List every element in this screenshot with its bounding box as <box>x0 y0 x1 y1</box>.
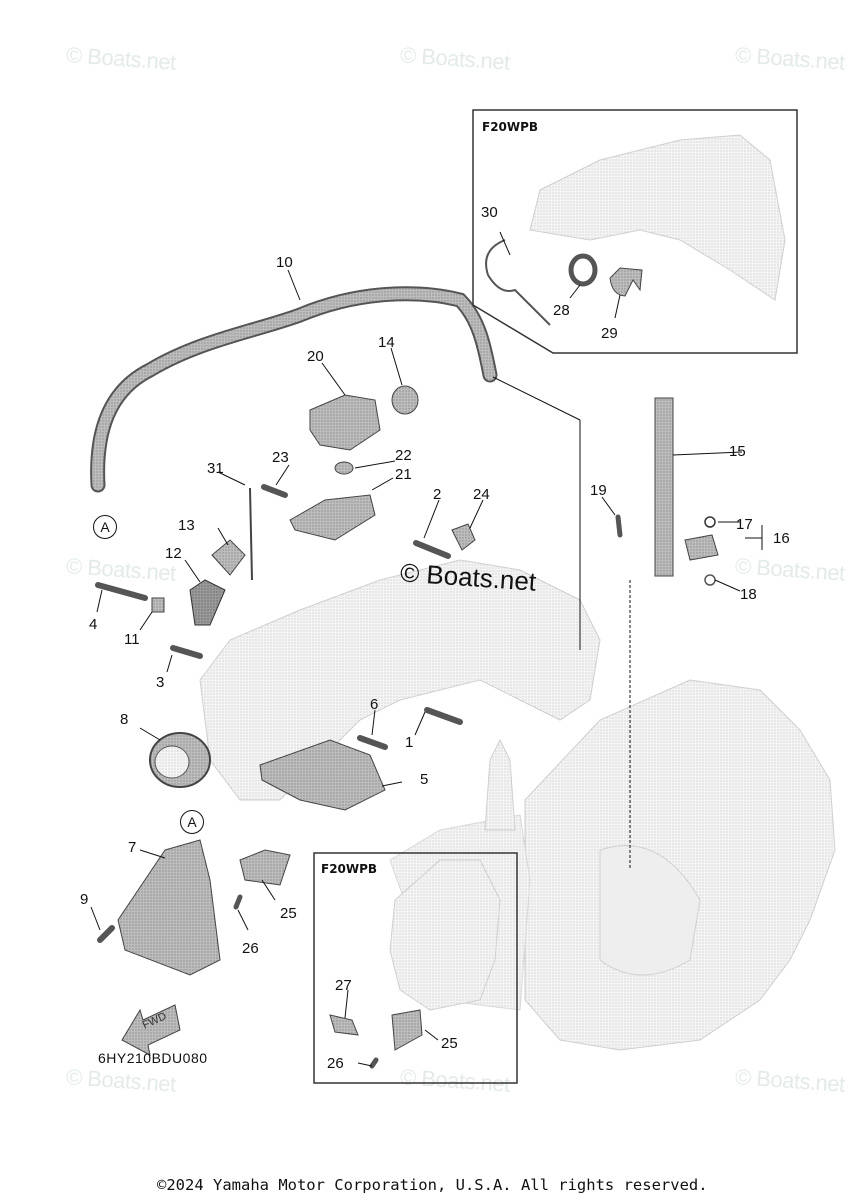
forward-arrow-icon <box>121 1004 181 1056</box>
bolt-part-6[interactable] <box>357 735 388 750</box>
leader-lines <box>90 231 763 1067</box>
screw-part-26-inset[interactable] <box>369 1057 379 1069</box>
callout-23[interactable]: 23 <box>272 449 289 466</box>
callout-12[interactable]: 12 <box>165 545 182 562</box>
clamp-part-29[interactable] <box>609 267 643 297</box>
callout-25-inset[interactable]: 25 <box>441 1035 458 1052</box>
throttle-body-part-7[interactable] <box>117 839 221 976</box>
callout-11[interactable]: 11 <box>124 631 140 648</box>
callout-8[interactable]: 8 <box>120 711 129 728</box>
inset-title: F20WPB <box>482 120 539 134</box>
callout-2[interactable]: 2 <box>433 486 442 503</box>
bracket-part-21[interactable] <box>289 494 376 541</box>
callout-20[interactable]: 20 <box>307 348 324 365</box>
collar-part-11[interactable] <box>151 597 165 613</box>
intake-manifold-ghost <box>199 559 601 801</box>
bolt-part-3[interactable] <box>170 645 203 659</box>
callout-31[interactable]: 31 <box>207 460 224 477</box>
callout-5[interactable]: 5 <box>420 771 429 788</box>
inset1-manifold-ghost <box>529 134 786 301</box>
bolt-part-4[interactable] <box>95 582 148 601</box>
bracket-part-25[interactable] <box>239 849 291 886</box>
callout-10[interactable]: 10 <box>276 254 293 271</box>
callout-3[interactable]: 3 <box>156 674 165 691</box>
callout-15[interactable]: 15 <box>729 443 746 460</box>
clamp-part-14[interactable] <box>391 385 419 415</box>
callout-26[interactable]: 26 <box>242 940 259 957</box>
callout-29[interactable]: 29 <box>601 325 618 342</box>
callout-4[interactable]: 4 <box>89 616 98 633</box>
callout-21[interactable]: 21 <box>395 466 412 483</box>
reference-marker-a[interactable]: A <box>93 515 117 539</box>
callout-17[interactable]: 17 <box>736 516 753 533</box>
bolt-part-2[interactable] <box>413 540 451 559</box>
callout-27[interactable]: 27 <box>335 977 352 994</box>
seal-part-18[interactable] <box>704 574 716 586</box>
inset-frame-1 <box>472 109 798 354</box>
fuel-filter-part-20[interactable] <box>309 394 381 451</box>
inset2-throttle-ghost <box>389 859 501 1011</box>
callout-9[interactable]: 9 <box>80 891 89 908</box>
bolt-part-19[interactable] <box>615 514 623 538</box>
callout-26-inset[interactable]: 26 <box>327 1055 344 1072</box>
bolt-part-23[interactable] <box>261 484 288 498</box>
inset-title: F20WPB <box>321 862 378 876</box>
clamp-part-28[interactable] <box>568 253 598 287</box>
injector-part-16[interactable] <box>684 534 719 561</box>
clip-part-24[interactable] <box>451 523 476 551</box>
inset-frame-2 <box>313 852 518 1084</box>
callout-13[interactable]: 13 <box>178 517 195 534</box>
grommet-part-22[interactable] <box>334 461 354 475</box>
callout-25[interactable]: 25 <box>280 905 297 922</box>
callout-1[interactable]: 1 <box>405 734 414 751</box>
callout-14[interactable]: 14 <box>378 334 395 351</box>
bolt-part-1[interactable] <box>424 707 463 725</box>
pin-part-31[interactable] <box>249 487 253 581</box>
fuel-rail-part-15[interactable] <box>654 397 674 577</box>
holder-part-13[interactable] <box>211 539 246 576</box>
callout-22[interactable]: 22 <box>395 447 412 464</box>
clip-part-27-inset[interactable] <box>329 1014 359 1036</box>
callout-28[interactable]: 28 <box>553 302 570 319</box>
bolt-part-9[interactable] <box>97 925 115 943</box>
bracket-part-12[interactable] <box>189 579 226 626</box>
callout-7[interactable]: 7 <box>128 839 137 856</box>
callout-6[interactable]: 6 <box>370 696 379 713</box>
callout-30[interactable]: 30 <box>481 204 498 221</box>
reference-marker-a[interactable]: A <box>180 810 204 834</box>
cable-tie-part-30[interactable] <box>485 239 551 326</box>
callout-19[interactable]: 19 <box>590 482 607 499</box>
copyright-notice: ©2024 Yamaha Motor Corporation, U.S.A. A… <box>157 1176 708 1194</box>
diagram-code: 6HY210BDU080 <box>98 1050 208 1066</box>
callout-16[interactable]: 16 <box>773 530 790 547</box>
bracket-part-25-inset[interactable] <box>391 1009 423 1051</box>
o-ring-part-17[interactable] <box>704 516 716 528</box>
callout-18[interactable]: 18 <box>740 586 757 603</box>
screw-part-26[interactable] <box>233 894 243 910</box>
sensor-part-5[interactable] <box>259 739 386 811</box>
callout-24[interactable]: 24 <box>473 486 490 503</box>
